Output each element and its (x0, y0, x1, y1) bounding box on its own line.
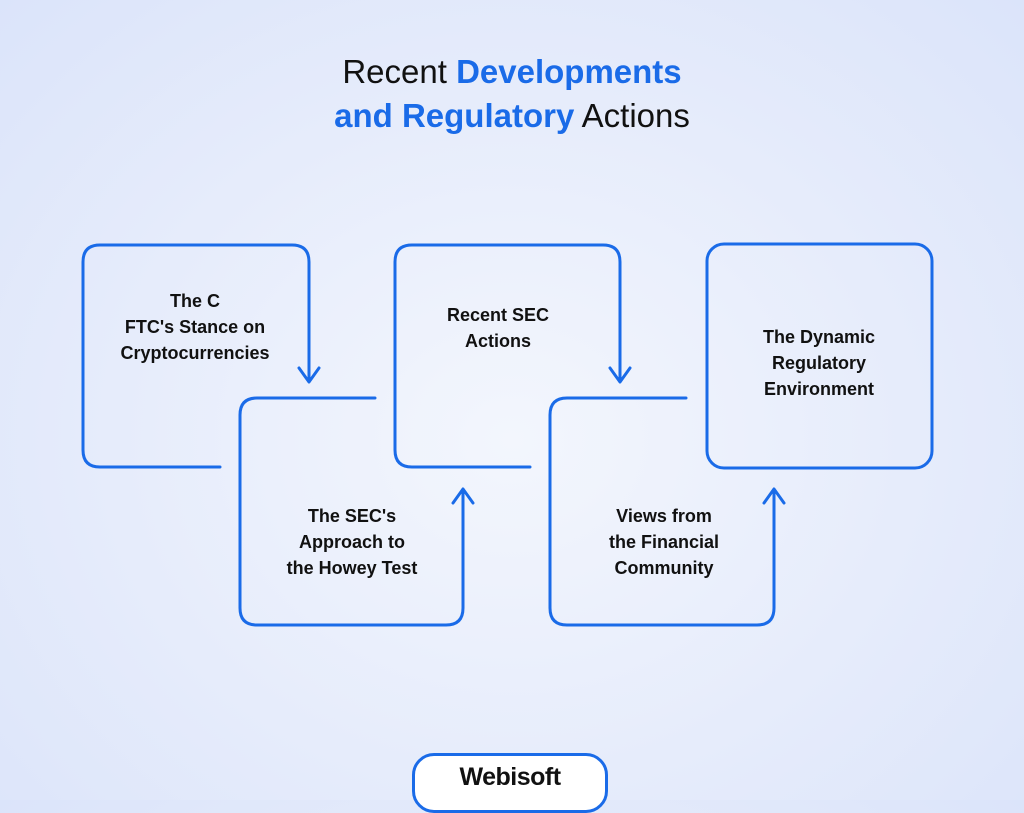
node-ftc-stance: The C FTC's Stance on Cryptocurrencies (120, 291, 270, 363)
node-dynamic-environment: The Dynamic Regulatory Environment (762, 327, 876, 399)
financial-box-outline (548, 396, 776, 627)
title-accent-2: and Regulatory (334, 97, 575, 134)
howey-box-outline (238, 396, 465, 627)
sec-arrow-head (608, 366, 632, 384)
node-howey-test: The SEC's Approach to the Howey Test (286, 506, 418, 578)
node-financial-community: Views from the Financial Community (608, 506, 720, 578)
brand-logo: Webisoft (459, 763, 561, 791)
title-part-2: Actions (574, 97, 690, 134)
dynamic-box-outline (705, 242, 934, 470)
page-title: Recent Developments and Regulatory Actio… (0, 50, 1024, 138)
ftc-box-outline (81, 243, 311, 469)
howey-arrow-head (451, 487, 475, 505)
title-accent-1: Developments (456, 53, 682, 90)
sec-box-outline (393, 243, 622, 469)
ftc-arrow-head (297, 366, 321, 384)
title-part-1: Recent (342, 53, 457, 90)
node-recent-sec: Recent SEC Actions (446, 305, 550, 351)
financial-arrow-head (762, 487, 786, 505)
